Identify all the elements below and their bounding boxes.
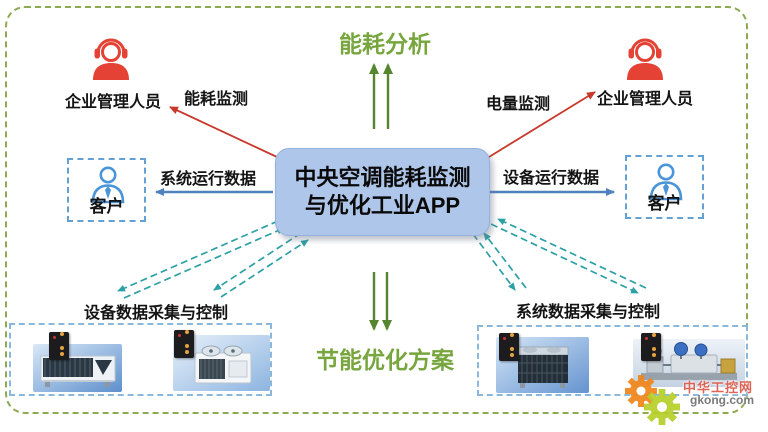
customer-right-box: 客户 <box>625 155 704 219</box>
watermark-site-name: 中华工控网 <box>683 380 754 395</box>
energy-analysis-heading: 能耗分析 <box>339 31 431 57</box>
device-equipment-box <box>9 323 272 396</box>
air-cooled-chiller-photo <box>33 344 122 392</box>
system-run-data-label: 系统运行数据 <box>160 171 257 188</box>
system-equipment-box <box>477 325 748 396</box>
customer-left-box: 客户 <box>67 158 146 222</box>
device-collection-label: 设备数据采集与控制 <box>84 305 229 322</box>
manager-right-label: 企业管理人员 <box>596 91 693 108</box>
gear-icon <box>625 375 680 425</box>
person-tie-icon <box>91 166 125 204</box>
iot-gateway-device <box>499 333 519 361</box>
person-tie-icon <box>649 163 683 201</box>
customer-right-label: 客户 <box>647 194 682 213</box>
system-collection-label: 系统数据采集与控制 <box>516 304 661 321</box>
diagram-outer-border <box>5 6 748 414</box>
optimization-heading: 节能优化方案 <box>316 347 454 373</box>
iot-gateway-device <box>49 332 69 360</box>
operator-headset-icon <box>627 38 663 80</box>
iot-gateway-device <box>174 330 194 358</box>
app-title-line1: 中央空调能耗监测 <box>294 165 471 190</box>
watermark-site-url: gkong.com <box>690 393 755 407</box>
site-watermark: 中华工控网 gkong.com <box>620 372 765 427</box>
manager-left-label: 企业管理人员 <box>64 94 161 111</box>
device-run-data-label: 设备运行数据 <box>503 170 600 187</box>
power-monitoring-label: 电量监测 <box>486 96 551 113</box>
app-title-line2: 与优化工业APP <box>304 193 461 218</box>
iot-gateway-device <box>641 333 661 361</box>
customer-left-label: 客户 <box>89 197 124 216</box>
energy-monitoring-label: 能耗监测 <box>184 91 249 108</box>
central-app-node: 中央空调能耗监测 与优化工业APP <box>275 148 490 236</box>
operator-headset-icon <box>93 38 129 80</box>
